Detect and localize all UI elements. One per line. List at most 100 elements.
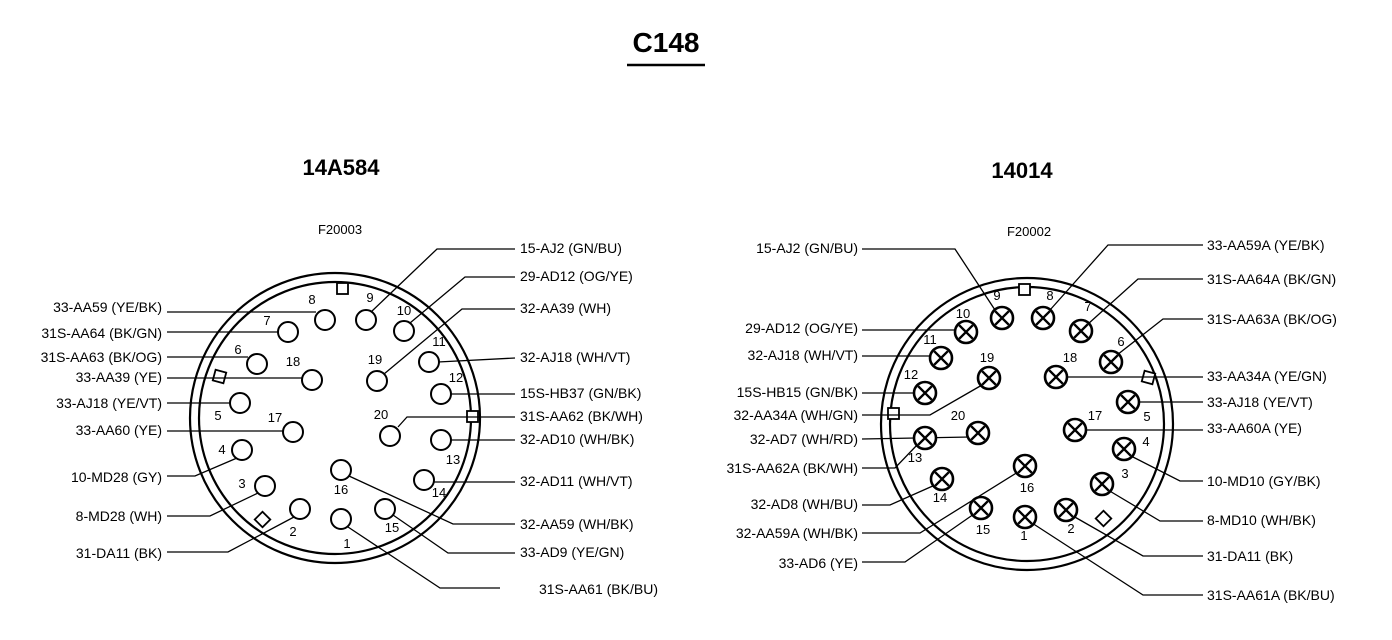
wire-label-right-pin-8: 33-AA59A (YE/BK)	[1207, 237, 1325, 253]
pin-number-left-19: 19	[368, 352, 382, 367]
pin-left-17	[282, 421, 304, 443]
pin-left-1	[330, 508, 352, 530]
pin-number-right-14: 14	[933, 490, 947, 505]
pin-cross-mark-right-12	[917, 385, 933, 401]
leader-line-right-pin-14	[862, 484, 936, 506]
wire-label-left-pin-18: 33-AA39 (YE)	[76, 369, 162, 385]
connector-left-part: F20003	[318, 222, 362, 237]
pin-cross-mark-right-1	[1017, 509, 1033, 525]
leader-line-left-pin-15	[392, 514, 515, 554]
leader-line-left-pin-11	[437, 357, 516, 363]
pin-number-left-1: 1	[343, 536, 350, 551]
keyway-left	[211, 368, 228, 385]
pin-number-right-13: 13	[908, 450, 922, 465]
keyway-top	[336, 282, 349, 295]
leader-line-left-pin-4	[167, 457, 238, 477]
wire-label-left-pin-9: 15-AJ2 (GN/BU)	[520, 240, 622, 256]
wire-label-right-pin-14: 32-AD8 (WH/BU)	[751, 496, 858, 512]
wire-label-right-pin-6: 31S-AA63A (BK/OG)	[1207, 311, 1337, 327]
wire-label-right-pin-10: 29-AD12 (OG/YE)	[745, 320, 858, 336]
pin-left-18	[301, 369, 323, 391]
pin-cross-mark-right-19	[981, 370, 997, 386]
pin-number-right-7: 7	[1084, 299, 1091, 314]
keyway-top	[1018, 283, 1031, 296]
wire-label-left-pin-14: 32-AD11 (WH/VT)	[520, 473, 633, 489]
pin-number-left-11: 11	[432, 334, 446, 349]
leader-line-right-pin-19	[862, 384, 983, 416]
pin-number-left-4: 4	[218, 442, 225, 457]
pin-cross-mark-right-11	[933, 350, 949, 366]
leader-line-right-pin-6	[1116, 318, 1203, 356]
wire-label-left-pin-11: 32-AJ18 (WH/VT)	[520, 349, 630, 365]
pin-number-right-6: 6	[1117, 334, 1124, 349]
leader-line-left-pin-10	[409, 276, 515, 324]
pin-left-15	[374, 498, 396, 520]
pin-number-left-5: 5	[214, 408, 221, 423]
pin-number-right-18: 18	[1063, 350, 1077, 365]
leader-line-right-pin-15	[862, 513, 975, 563]
pin-number-left-6: 6	[234, 342, 241, 357]
pin-number-left-14: 14	[432, 485, 446, 500]
pin-number-left-7: 7	[263, 313, 270, 328]
pin-left-9	[355, 309, 377, 331]
pin-cross-mark-right-17	[1067, 422, 1083, 438]
page-title: C148	[633, 27, 700, 58]
pin-left-19	[366, 370, 388, 392]
pin-left-2	[289, 498, 311, 520]
pin-number-right-16: 16	[1020, 480, 1034, 495]
wire-label-right-pin-4: 10-MD10 (GY/BK)	[1207, 473, 1321, 489]
wire-label-left-pin-17: 33-AA60 (YE)	[76, 422, 162, 438]
wire-label-left-pin-13: 32-AD10 (WH/BK)	[520, 431, 634, 447]
pin-left-8	[314, 309, 336, 331]
pin-number-right-2: 2	[1067, 521, 1074, 536]
wire-label-left-pin-10: 29-AD12 (OG/YE)	[520, 268, 633, 284]
wire-label-right-pin-3: 8-MD10 (WH/BK)	[1207, 512, 1316, 528]
wire-label-right-pin-20: 32-AD7 (WH/RD)	[750, 431, 858, 447]
wire-label-right-pin-13: 31S-AA62A (BK/WH)	[727, 460, 859, 476]
leader-line-right-pin-1	[1031, 522, 1203, 596]
wire-label-left-pin-6: 31S-AA63 (BK/OG)	[41, 349, 162, 365]
pin-number-left-12: 12	[449, 370, 463, 385]
pin-number-left-2: 2	[289, 524, 296, 539]
pin-number-left-10: 10	[397, 303, 411, 318]
pin-cross-mark-right-4	[1116, 441, 1132, 457]
leader-line-right-pin-2	[1072, 515, 1203, 557]
pin-left-20	[379, 425, 401, 447]
leader-line-left-pin-16	[348, 475, 515, 525]
keyway-left	[887, 407, 900, 420]
connector-right-part: F20002	[1007, 224, 1051, 239]
leader-line-right-pin-4	[1130, 455, 1203, 482]
pin-left-6	[246, 353, 268, 375]
pin-number-left-18: 18	[286, 354, 300, 369]
pin-cross-mark-right-3	[1094, 476, 1110, 492]
wire-label-right-pin-19: 32-AA34A (WH/GN)	[734, 407, 858, 423]
pin-number-right-17: 17	[1088, 408, 1102, 423]
pin-number-right-3: 3	[1121, 466, 1128, 481]
wire-label-left-pin-4: 10-MD28 (GY)	[71, 469, 162, 485]
leader-line-right-pin-7	[1087, 278, 1203, 325]
pin-number-left-17: 17	[268, 410, 282, 425]
pin-left-12	[430, 383, 452, 405]
keyway-bottom	[1094, 509, 1113, 528]
pin-left-11	[418, 351, 440, 373]
pin-number-left-16: 16	[334, 482, 348, 497]
leader-line-left-pin-2	[167, 516, 295, 553]
leader-line-right-pin-9	[862, 248, 996, 311]
wire-label-right-pin-17: 33-AA60A (YE)	[1207, 420, 1302, 436]
keyway-bottom	[253, 510, 272, 529]
wire-label-left-pin-16: 32-AA59 (WH/BK)	[520, 516, 634, 532]
leader-line-right-pin-16	[862, 471, 1019, 534]
wire-label-right-pin-15: 33-AD6 (YE)	[779, 555, 858, 571]
pin-left-16	[330, 459, 352, 481]
wire-label-left-pin-7: 31S-AA64 (BK/GN)	[41, 325, 162, 341]
wire-label-left-pin-20: 31S-AA62 (BK/WH)	[520, 408, 643, 424]
pin-number-right-19: 19	[980, 350, 994, 365]
pin-number-left-8: 8	[308, 292, 315, 307]
pin-left-5	[229, 392, 251, 414]
wire-label-left-pin-12: 15S-HB37 (GN/BK)	[520, 385, 641, 401]
wire-label-right-pin-2: 31-DA11 (BK)	[1207, 548, 1293, 564]
pin-cross-mark-right-13	[917, 430, 933, 446]
pin-left-10	[393, 320, 415, 342]
wire-label-right-pin-11: 32-AJ18 (WH/VT)	[748, 347, 858, 363]
wire-label-right-pin-16: 32-AA59A (WH/BK)	[736, 525, 858, 541]
